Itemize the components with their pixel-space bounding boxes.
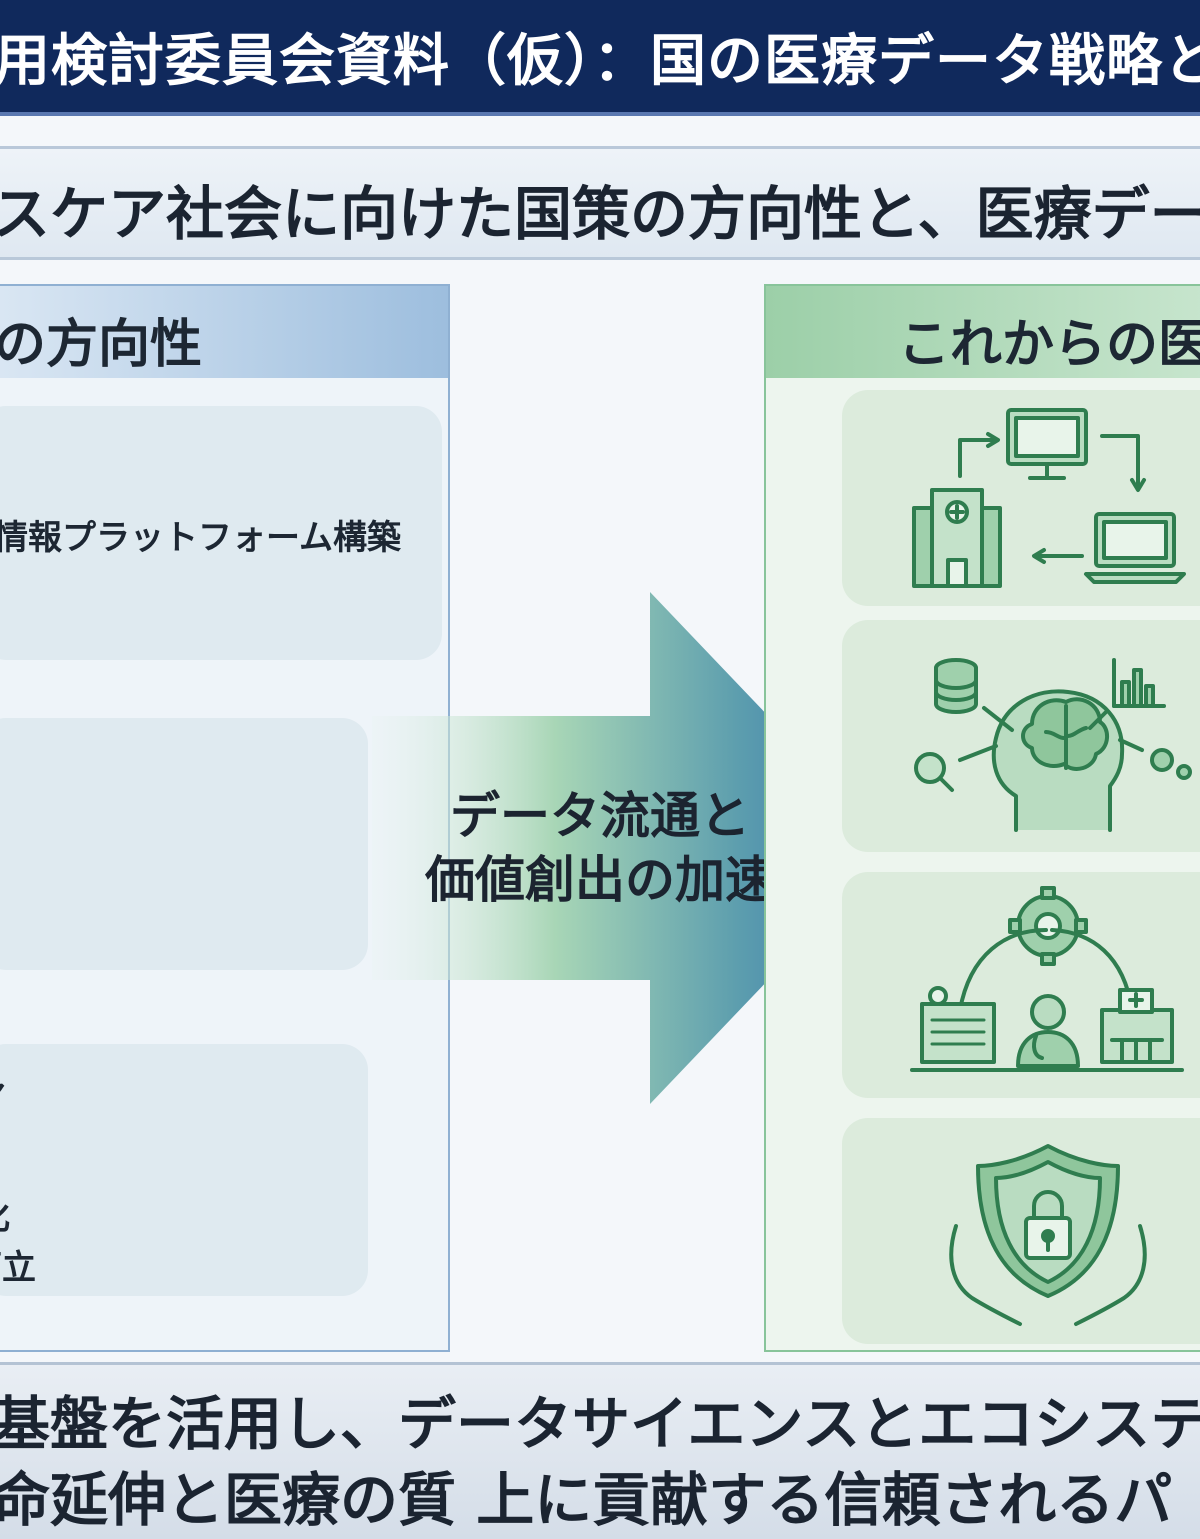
subtitle-bar: スケア社会に向けた国策の方向性と、医療デー [0, 146, 1200, 260]
policy-card-3-line-2: 化 [0, 1190, 10, 1239]
flow-arrow-label-line-1: データ流通と [450, 787, 750, 845]
shield-lock-icon [949, 1144, 1147, 1326]
data-brain-icon [914, 658, 1192, 832]
policy-card-2 [0, 718, 368, 970]
header-bar: 用検討委員会資料（仮）：国の医療データ戦略と [0, 0, 1200, 112]
icon-card-1 [842, 390, 1200, 606]
flow-arrow [372, 592, 894, 1104]
care-collaboration-icon [910, 886, 1184, 1072]
icon-card-2 [842, 620, 1200, 852]
footer-line-1: 基盤を活用し、データサイエンスとエコシステ [0, 1390, 1200, 1458]
flow-arrow-label-line-2: 価値創出の加速 [425, 851, 775, 909]
policy-card-3-line-1: ア [0, 1070, 6, 1119]
header-divider [0, 112, 1200, 116]
future-medicine-panel: これからの医 [764, 284, 1200, 1352]
future-medicine-header: これからの医 [766, 286, 1200, 378]
policy-direction-header: の方向性 [0, 286, 448, 378]
policy-card-3: ア 化 両立 [0, 1044, 368, 1296]
policy-card-3-line-3: 両立 [0, 1248, 36, 1288]
policy-card-1: 情報プラットフォーム構築 [0, 406, 442, 660]
policy-direction-panel: の方向性 情報プラットフォーム構築 ア 化 両立 [0, 284, 450, 1352]
icon-card-4 [842, 1118, 1200, 1344]
icon-card-3 [842, 872, 1200, 1098]
flow-arrow-label: データ流通と 価値創出の加速 [380, 784, 820, 912]
footer-bar: 基盤を活用し、データサイエンスとエコシステ 命延伸と医療の質 上に貢献する信頼さ… [0, 1362, 1200, 1539]
policy-card-1-line-1: 情報プラットフォーム構築 [0, 518, 401, 558]
hospital-network-icon [912, 408, 1186, 588]
page-title: 用検討委員会資料（仮）：国の医療データ戦略と [0, 29, 1200, 94]
footer-line-2: 命延伸と医療の質 上に貢献する信頼されるパ [0, 1466, 1173, 1534]
policy-direction-title: の方向性 [0, 315, 203, 375]
subtitle-text: スケア社会に向けた国策の方向性と、医療デー [0, 180, 1200, 248]
future-medicine-title: これからの医 [898, 315, 1200, 375]
